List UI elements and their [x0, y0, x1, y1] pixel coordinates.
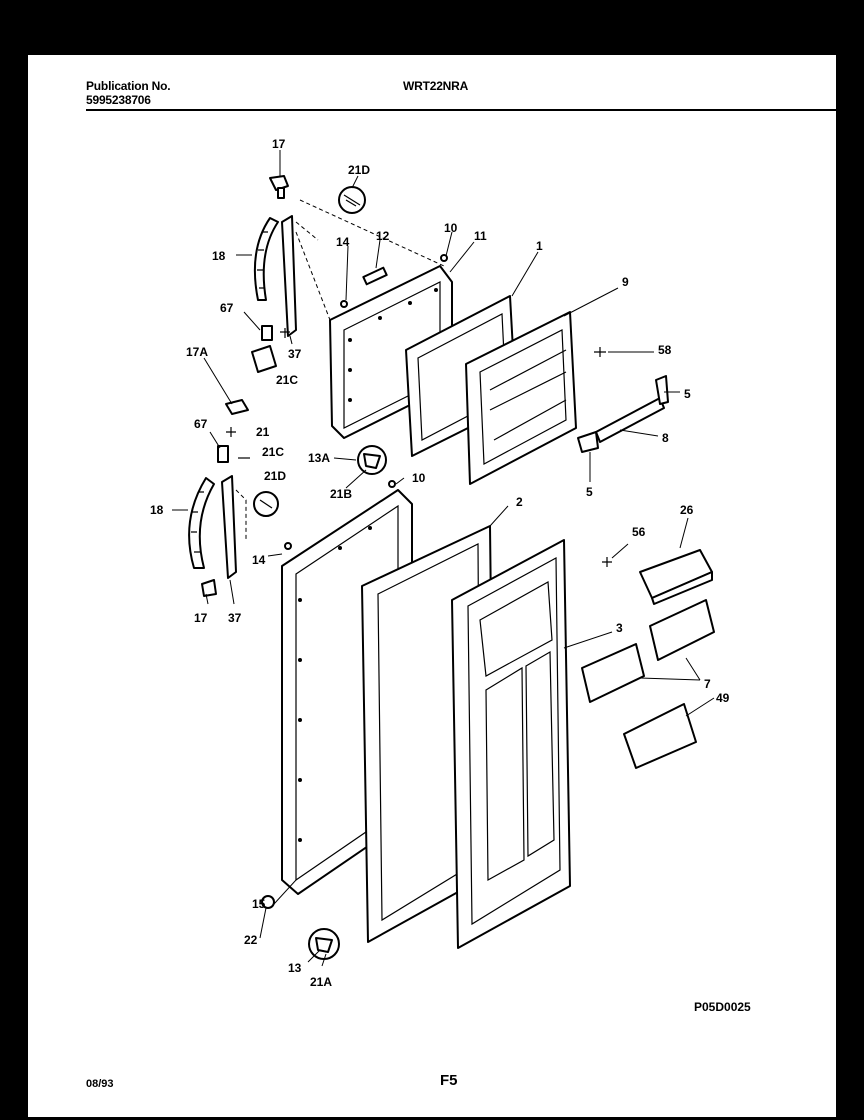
- handle-cap-detail-circle: [357, 445, 387, 475]
- screw-detail-circle: [253, 491, 279, 517]
- callout-label: 7: [704, 677, 711, 691]
- leader-lines: [172, 150, 715, 967]
- screw-part: [602, 557, 612, 567]
- shelf-bar-part: [577, 375, 669, 453]
- callout-label: 21A: [310, 975, 332, 989]
- footer-date: 08/93: [86, 1078, 114, 1090]
- callout-label: 17: [272, 137, 286, 151]
- callout-label: 10: [412, 471, 426, 485]
- callout-label: 21B: [330, 487, 352, 501]
- callout-label: 13: [288, 961, 302, 975]
- hinge-cap-part: [201, 579, 217, 597]
- plug-part: [388, 480, 396, 488]
- callout-label: 21C: [262, 445, 284, 459]
- upper-handle-part: [253, 217, 279, 301]
- callout-label: 67: [194, 417, 208, 431]
- screw-part: [226, 427, 236, 437]
- callout-label: 49: [716, 691, 730, 705]
- callout-label: 21D: [264, 469, 286, 483]
- callout-label: 9: [622, 275, 629, 289]
- publication-number: 5995238706: [86, 93, 151, 107]
- hinge-bracket-part: [225, 345, 277, 415]
- fresh-food-door-liner: [451, 539, 571, 949]
- gallon-bin-part: [623, 703, 697, 769]
- plug-part: [340, 300, 348, 308]
- door-bin-part: [649, 599, 715, 661]
- callout-label: 14: [336, 235, 350, 249]
- header-rule: [86, 109, 850, 111]
- callout-label: 56: [632, 525, 646, 539]
- hinge-cap-part: [269, 175, 289, 199]
- screw-part: [280, 328, 290, 338]
- lower-trim-strip: [221, 475, 247, 579]
- callout-label: 18: [212, 249, 226, 263]
- callout-label: 21: [256, 425, 270, 439]
- upper-trim-strip: [281, 215, 319, 337]
- callout-label: 17A: [186, 345, 208, 359]
- handle-cap-detail-circle: [308, 928, 340, 960]
- lower-handle-part: [188, 477, 215, 569]
- bumper-part: [261, 895, 275, 909]
- label-plate-part: [362, 266, 388, 286]
- callout-label: 21C: [276, 373, 298, 387]
- callout-label: 37: [288, 347, 302, 361]
- callout-label: 22: [244, 933, 258, 947]
- plug-part: [440, 254, 448, 262]
- callout-label: 5: [586, 485, 593, 499]
- model-number: WRT22NRA: [403, 79, 469, 93]
- callout-label: 12: [376, 229, 390, 243]
- plug-part: [284, 542, 292, 550]
- callout-label: 67: [220, 301, 234, 315]
- callout-label: 18: [150, 503, 164, 517]
- callout-label: 14: [252, 553, 266, 567]
- callout-label: 15: [252, 897, 266, 911]
- screw-detail-circle: [338, 186, 366, 214]
- callout-label: 10: [444, 221, 458, 235]
- diagram-code: P05D0025: [694, 1000, 751, 1014]
- callout-label: 3: [616, 621, 623, 635]
- dairy-bin-part: [639, 549, 713, 605]
- callout-labels: 17 21D 12 10 11 1 9 14 18 67 37 21C 17A …: [150, 137, 730, 989]
- hinge-pin-part: [261, 325, 273, 341]
- callout-label: 21D: [348, 163, 370, 177]
- callout-label: 5: [684, 387, 691, 401]
- callout-label: 58: [658, 343, 672, 357]
- callout-label: 17: [194, 611, 208, 625]
- freezer-door-liner: [465, 311, 577, 485]
- callout-label: 37: [228, 611, 242, 625]
- screw-part: [594, 347, 606, 357]
- page-number: F5: [440, 1072, 458, 1089]
- callout-label: 11: [474, 229, 487, 243]
- callout-label: 13A: [308, 451, 330, 465]
- callout-label: 8: [662, 431, 669, 445]
- callout-label: 2: [516, 495, 523, 509]
- callout-label: 1: [536, 239, 543, 253]
- door-bin-part: [581, 643, 645, 703]
- publication-label: Publication No.: [86, 79, 171, 93]
- hinge-pin-part: [217, 445, 229, 463]
- callout-label: 26: [680, 503, 694, 517]
